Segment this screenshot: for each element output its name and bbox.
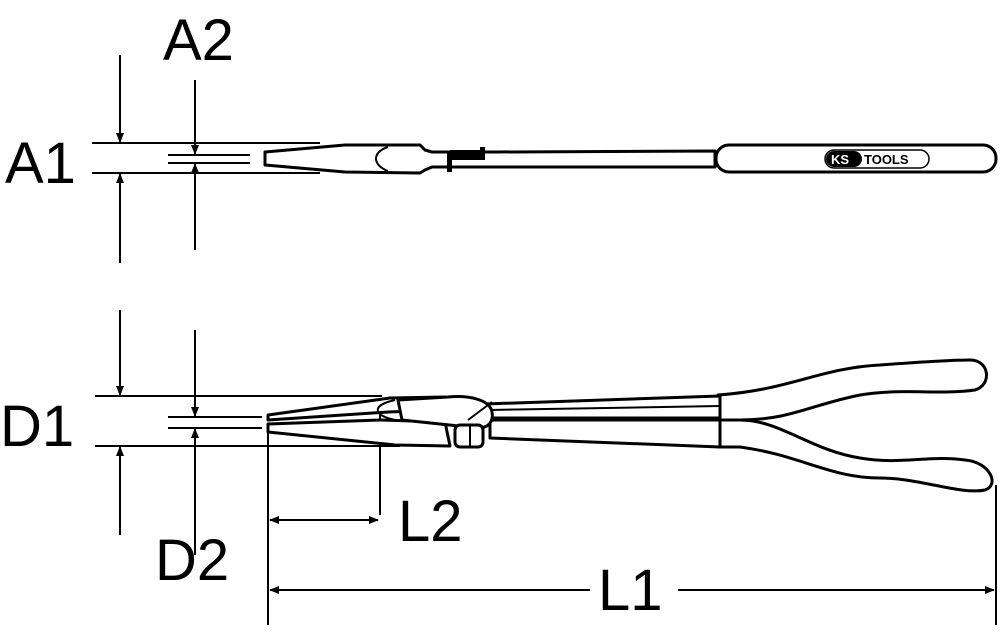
top-view-dimensions: A1 A2 xyxy=(5,8,320,263)
pliers-top-joint xyxy=(375,146,389,172)
label-a1: A1 xyxy=(5,131,76,196)
pliers-top-rivet xyxy=(447,147,485,172)
pliers-side-view xyxy=(266,358,994,493)
label-a2: A2 xyxy=(163,8,234,73)
ks-tools-logo: KS TOOLS xyxy=(824,149,930,169)
logo-tools: TOOLS xyxy=(864,152,909,167)
lower-shaft xyxy=(488,418,722,449)
label-d1: D1 xyxy=(0,394,74,459)
label-d2: D2 xyxy=(155,528,229,593)
logo-ks: KS xyxy=(831,152,849,167)
lower-jaw xyxy=(266,418,452,448)
pliers-top-view: KS TOOLS xyxy=(263,143,998,175)
upper-handle-grip xyxy=(716,358,988,422)
label-l2: L2 xyxy=(398,489,463,554)
label-l1: L1 xyxy=(598,558,663,623)
lower-handle-grip xyxy=(716,418,994,493)
side-view-dimensions: D1 D2 L2 L1 xyxy=(0,310,997,625)
upper-shaft-edge xyxy=(489,405,721,411)
pivot-spring xyxy=(467,401,493,421)
jaw-joint-line xyxy=(376,399,396,421)
pliers-top-body xyxy=(263,143,717,175)
